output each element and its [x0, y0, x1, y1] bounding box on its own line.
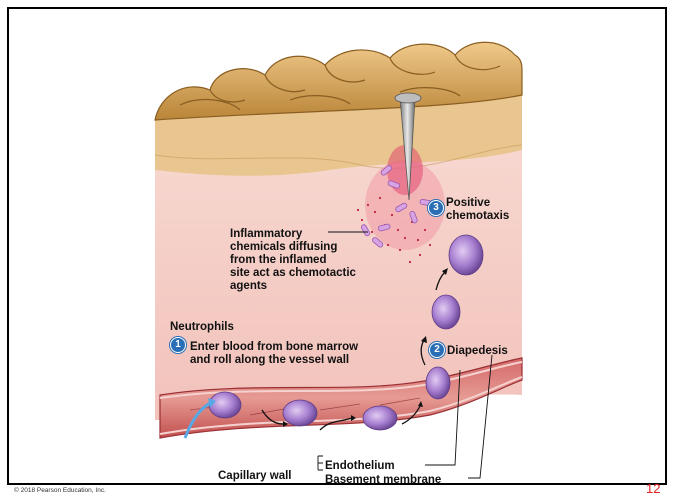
- diapedesis-label: Diapedesis: [447, 345, 508, 358]
- inflammatory-chemicals-label: Inflammatory chemicals diffusing from th…: [230, 228, 356, 293]
- step-1-badge: 1: [170, 337, 186, 353]
- capillary-wall-label: Capillary wall: [218, 470, 292, 483]
- neutrophil-cell: [432, 295, 460, 329]
- neutrophils-label: Neutrophils: [170, 321, 234, 334]
- copyright-text: © 2018 Pearson Education, Inc.: [14, 487, 106, 494]
- neutrophil-cell: [209, 392, 241, 418]
- basement-membrane-label: Basement membrane: [325, 474, 441, 487]
- neutrophil-cell: [283, 400, 317, 426]
- step-2-badge: 2: [429, 342, 445, 358]
- step-3-badge: 3: [428, 200, 444, 216]
- endothelium-label: Endothelium: [325, 460, 395, 473]
- page-number: 12: [646, 481, 660, 496]
- neutrophil-cell: [363, 406, 397, 430]
- step-1-text: Enter blood from bone marrow and roll al…: [190, 341, 358, 367]
- neutrophil-cell: [426, 367, 450, 399]
- neutrophil-cell: [449, 235, 483, 275]
- positive-chemotaxis-label: Positive chemotaxis: [446, 197, 509, 223]
